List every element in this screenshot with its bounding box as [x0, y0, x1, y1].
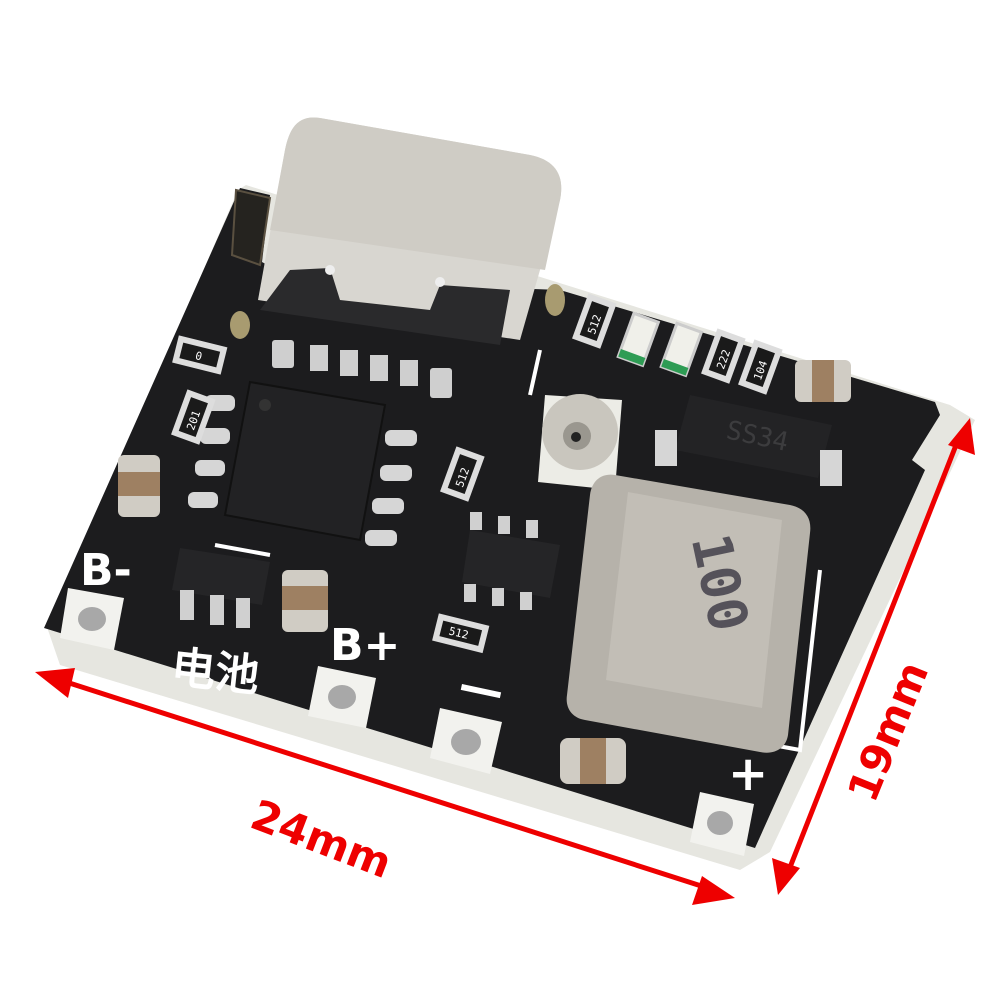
label-b-plus: B+ — [330, 620, 400, 671]
dimension-width-arrow — [35, 668, 735, 905]
resistor-512-bottom: 512 — [432, 613, 490, 654]
ic-boost-controller — [462, 512, 560, 610]
label-output-minus — [460, 683, 502, 699]
svg-text:222: 222 — [714, 348, 733, 371]
resistor-0: 0 — [172, 335, 228, 375]
resistors: 512 222 104 201 0 512 512 — [171, 293, 783, 654]
resistor-104: 104 — [738, 339, 783, 395]
capacitor-2 — [282, 570, 328, 632]
usb-type-c-connector — [230, 117, 565, 398]
dimension-height-arrow — [772, 418, 975, 895]
label-b-minus: B- — [80, 545, 132, 596]
power-inductor: 100 — [566, 474, 811, 753]
resistor-512-top: 512 — [572, 293, 617, 349]
silkscreen-labels: B- 电池 B+ + — [80, 545, 768, 802]
pad-out-plus — [690, 792, 754, 856]
board-notch — [230, 188, 272, 267]
pad-out-minus — [430, 708, 502, 774]
arrowhead-down-icon — [772, 858, 800, 895]
trimmer-potentiometer — [538, 394, 622, 490]
resistor-201: 201 — [171, 389, 216, 445]
resistor-512-mid: 512 — [440, 446, 485, 502]
svg-text:512: 512 — [453, 466, 472, 489]
arrowhead-left-icon — [35, 668, 75, 698]
diode-ss34: SS34 — [655, 395, 842, 486]
arrowhead-right-icon — [692, 876, 735, 905]
label-battery-cn: 电池 — [169, 642, 262, 702]
svg-text:512: 512 — [447, 624, 469, 641]
svg-text:512: 512 — [585, 313, 604, 336]
leds — [616, 311, 704, 378]
arrowhead-up-icon — [948, 418, 975, 455]
capacitors — [118, 360, 851, 784]
led-1 — [616, 311, 661, 368]
connector-pins — [272, 340, 452, 398]
led-2 — [659, 321, 704, 378]
label-output-plus: + — [728, 746, 768, 802]
svg-text:201: 201 — [184, 409, 203, 432]
mosfet-sot23 — [172, 548, 270, 628]
capacitor-1 — [118, 455, 160, 517]
pad-b-plus — [308, 666, 376, 728]
resistor-222: 222 — [701, 328, 746, 384]
solder-pads — [60, 588, 754, 856]
svg-text:0: 0 — [194, 349, 204, 363]
pad-b-minus — [60, 588, 124, 650]
capacitor-4 — [560, 738, 626, 784]
ic-charge-controller — [188, 380, 417, 546]
capacitor-3 — [795, 360, 851, 402]
